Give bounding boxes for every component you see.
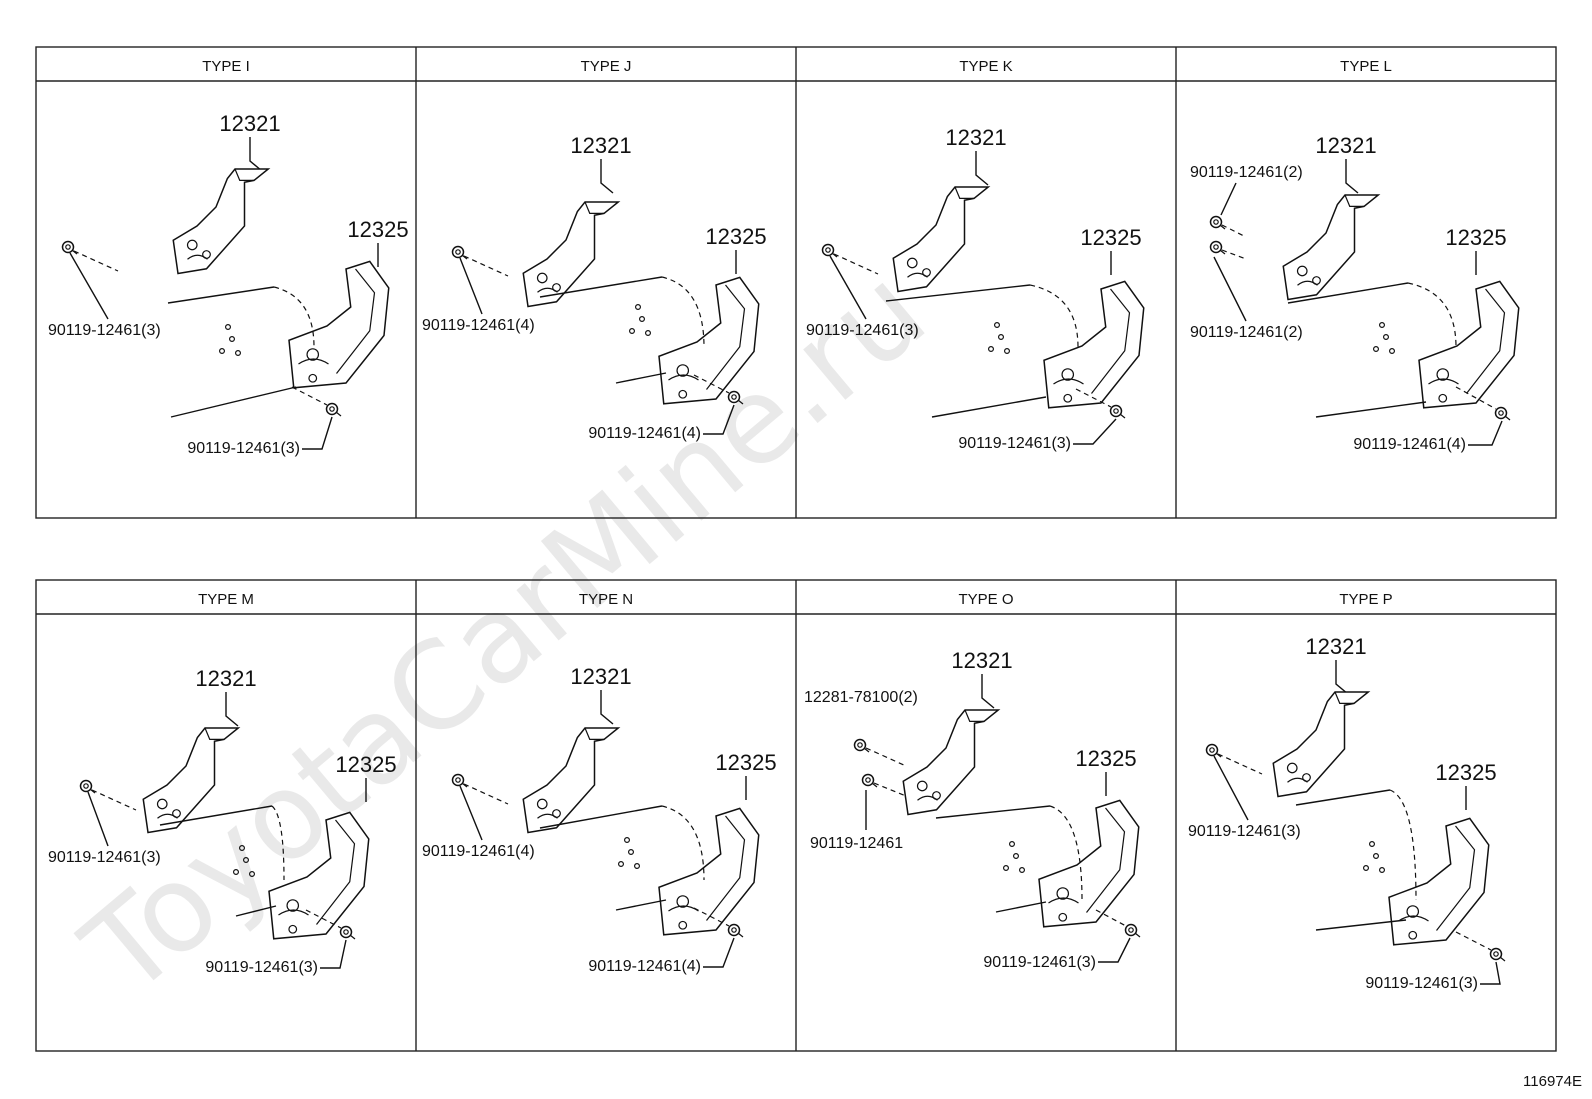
bolt-icon [339,925,356,940]
panel-type-p: TYPE P 12321 12325 90119-12461(3) 90119-1246… [1188,591,1506,992]
bolt-label: 90119-12461(3) [983,954,1096,971]
bolt-icon [1109,404,1126,419]
part-number-lower: 12325 [1435,760,1496,785]
bolt-icon [1205,743,1222,758]
bolt-icon [325,402,342,417]
bolt-icon [451,245,468,260]
lower-bracket-shape [268,811,370,940]
lower-bracket-shape [658,276,760,405]
panel-title: TYPE L [1340,58,1392,75]
panel-title: TYPE K [959,58,1012,75]
bolt-label: 90119-12461(2) [1190,164,1303,181]
bolt-icon [1209,240,1226,255]
bolt-label: 90119-12461(3) [1365,975,1478,992]
part-number-lower: 12325 [1445,225,1506,250]
part-number-lower: 12325 [1080,225,1141,250]
bolt-label: 90119-12461(4) [1353,436,1466,453]
bolt-icon [821,243,838,258]
bolt-label: 90119-12461(3) [958,435,1071,452]
panel-type-m: TYPE M 12321 12325 90119-12461(3) 90119-1246… [48,591,397,976]
panel-title: TYPE I [202,58,250,75]
panel-type-n: TYPE N 12321 12325 90119-12461(4) 90119-1246… [422,591,777,975]
upper-bracket-shape [1282,194,1381,301]
lower-bracket-shape [288,260,390,389]
bolt-icon [727,923,744,938]
part-number-upper: 12321 [570,664,631,689]
upper-bracket-shape [902,709,1001,816]
bolt-icon [1489,947,1506,962]
bolt-icon [61,240,78,255]
part-number-upper: 12321 [195,666,256,691]
part-number-lower: 12325 [335,752,396,777]
panel-type-o: TYPE O 12321 12325 12281-78100(2) 90119-1246… [804,591,1141,971]
bolt-label: 90119-12461(4) [422,317,535,334]
panel-type-j: TYPE J 12321 12325 90119-12461(4) 90119-1246… [422,58,767,442]
bolt-icon [1124,923,1141,938]
lower-bracket-shape [658,807,760,936]
watermark-text: ToyotaCarMine.ru [59,242,952,1023]
part-number-lower: 12325 [347,217,408,242]
panel-title: TYPE N [579,591,633,608]
bolt-icon [79,779,96,794]
upper-bracket-shape [892,186,991,293]
lower-bracket-shape [1043,280,1145,409]
bolt-label: 90119-12461(4) [588,958,701,975]
panel-title: TYPE P [1339,591,1392,608]
part-number-upper: 12321 [570,133,631,158]
part-number-lower: 12325 [705,224,766,249]
bolt-icon [853,738,870,753]
upper-bracket-shape [172,168,271,275]
bolt-label: 90119-12461(3) [48,322,161,339]
bolt-label: 90119-12461(3) [1188,823,1301,840]
bolt-icon [451,773,468,788]
part-number-upper: 12321 [1315,133,1376,158]
bolt-label: 90119-12461(3) [187,440,300,457]
part-number-upper: 12321 [1305,634,1366,659]
bolt-icon [727,390,744,405]
bolt-icon [1494,406,1511,421]
part-number-upper: 12321 [219,111,280,136]
upper-bracket-shape [522,201,621,308]
frame-top [35,46,1557,519]
panel-title: TYPE O [958,591,1013,608]
panel-title: TYPE J [581,58,632,75]
part-number-upper: 12321 [951,648,1012,673]
bolt-label: 90119-12461 [810,835,903,852]
panel-type-i: TYPE I 12321 12325 90119-12461(3) 90119-1246… [48,58,409,457]
panel-type-k: TYPE K 12321 12325 90119-12461(3) 90119-1246… [806,58,1145,452]
upper-bracket-shape [1272,691,1371,798]
figure-code: 116974E [1523,1073,1582,1090]
lower-bracket-shape [1038,799,1140,928]
frame-bottom [35,579,1557,1052]
lower-bracket-shape [1418,280,1520,409]
bolt-label: 90119-12461(3) [806,322,919,339]
part-number-lower: 12325 [715,750,776,775]
panel-type-l: TYPE L 12321 12325 90119-12461(2) 90119-1246… [1190,58,1520,453]
lower-bracket-shape [1388,817,1490,946]
bolt-icon [1209,215,1226,230]
bolt-label: 12281-78100(2) [804,689,918,706]
bolt-icon [861,773,878,788]
part-number-lower: 12325 [1075,746,1136,771]
bolt-label: 90119-12461(4) [422,843,535,860]
bolt-label: 90119-12461(3) [205,959,318,976]
panel-title: TYPE M [198,591,254,608]
panels-layer: TYPE I 12321 12325 90119-12461(3) 90119-1246… [48,58,1520,992]
part-number-upper: 12321 [945,125,1006,150]
bolt-label: 90119-12461(2) [1190,324,1303,341]
bolt-label: 90119-12461(4) [588,425,701,442]
bolt-label: 90119-12461(3) [48,849,161,866]
